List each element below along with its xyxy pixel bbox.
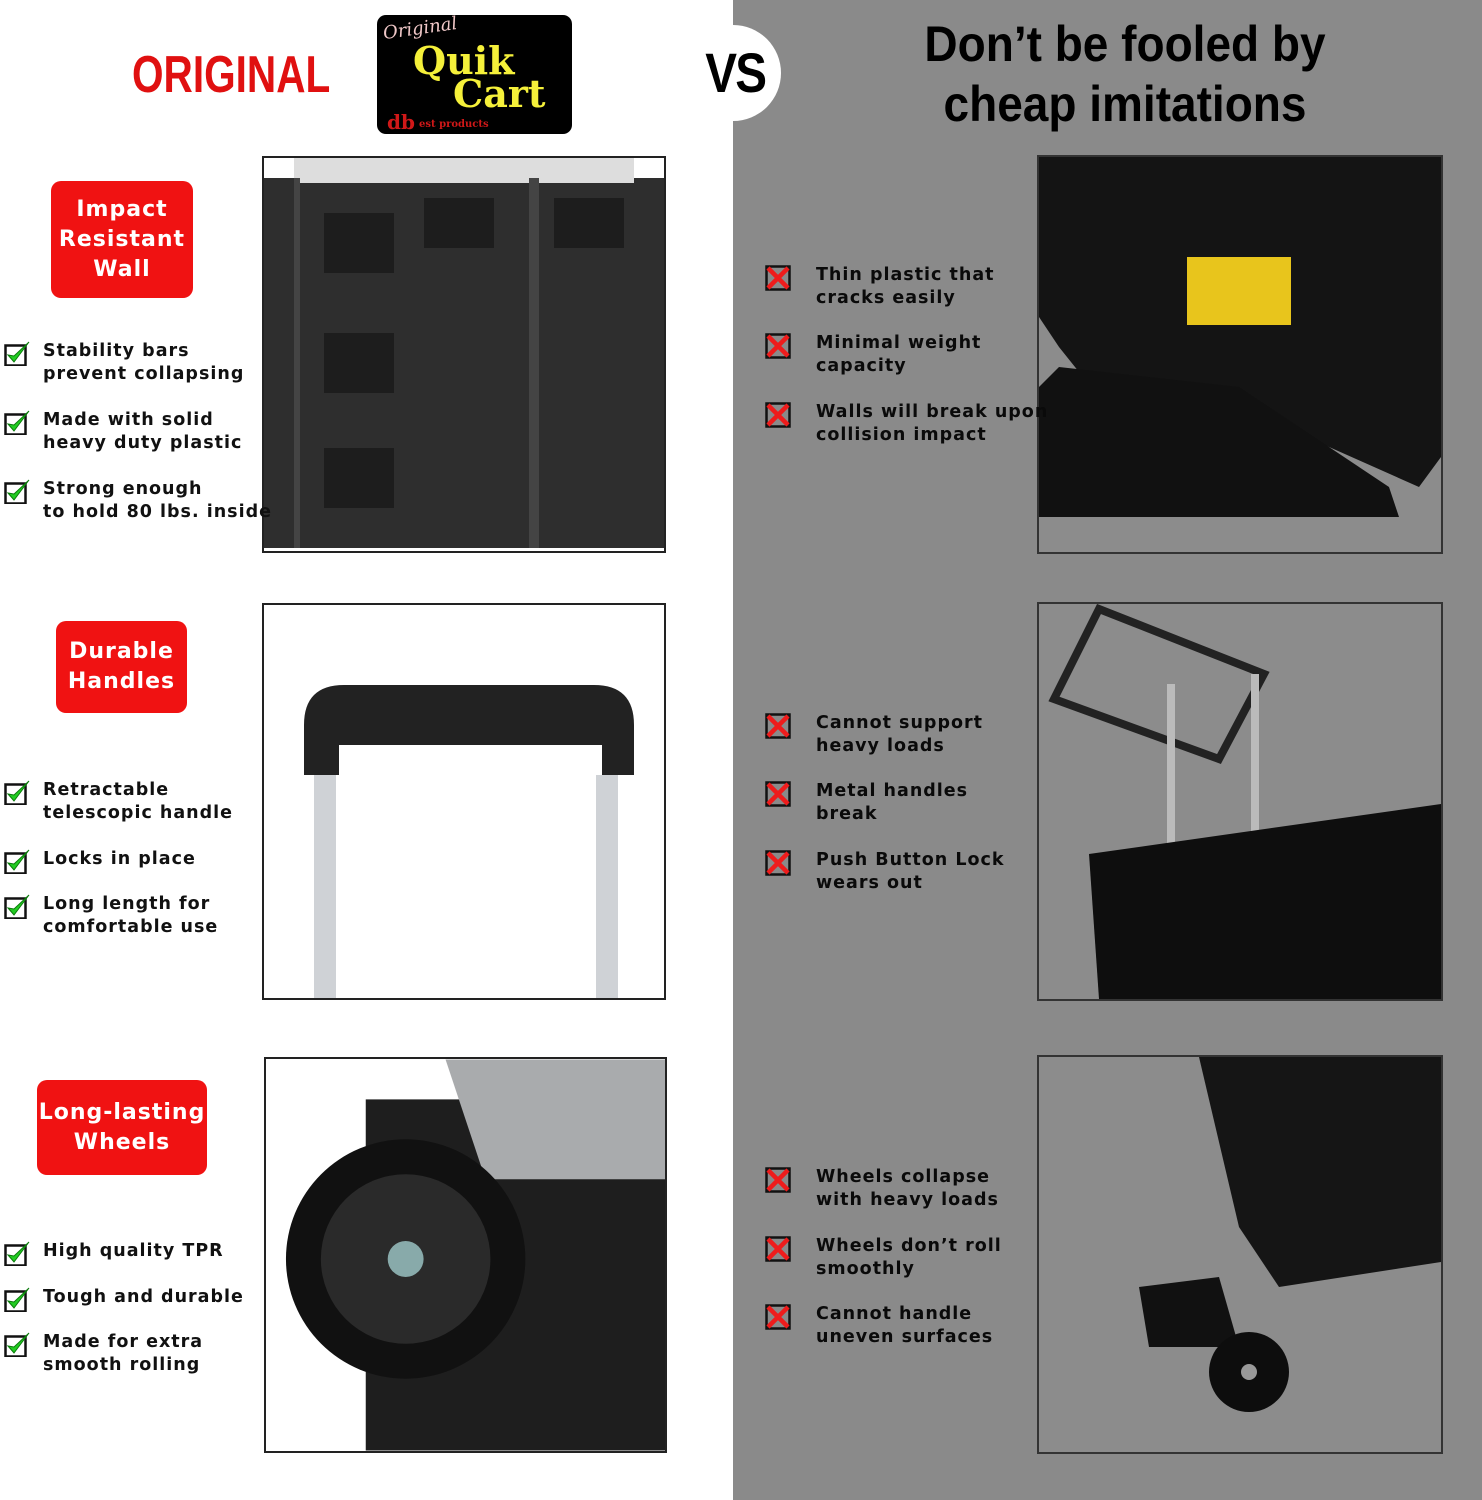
green-check-icon bbox=[4, 340, 30, 367]
con-text: Minimal weight capacity bbox=[816, 333, 982, 376]
green-check-icon bbox=[4, 1331, 30, 1358]
pro-text: Stability bars prevent collapsing bbox=[43, 341, 245, 384]
green-check-icon bbox=[4, 1286, 30, 1313]
con-text: Metal handles break bbox=[816, 781, 969, 824]
pro-item: Stability bars prevent collapsing bbox=[4, 340, 245, 386]
con-text: Wheels don’t roll smoothly bbox=[816, 1236, 1002, 1279]
feature-badge: Impact Resistant Wall bbox=[51, 181, 193, 298]
con-item: Wheels don’t roll smoothly bbox=[765, 1235, 1002, 1281]
headline: Don’t be fooled by cheap imitations bbox=[918, 14, 1332, 134]
feature-badge: Durable Handles bbox=[56, 621, 187, 713]
pro-item: Retractable telescopic handle bbox=[4, 779, 234, 825]
con-item: Walls will break upon collision impact bbox=[765, 401, 1049, 447]
pro-text: Long length for comfortable use bbox=[43, 894, 219, 937]
vs-label: VS bbox=[705, 41, 767, 104]
con-item: Cannot support heavy loads bbox=[765, 712, 983, 758]
con-text: Wheels collapse with heavy loads bbox=[816, 1167, 999, 1210]
feature-badge: Long-lasting Wheels bbox=[37, 1080, 207, 1175]
imitation-wall-photo bbox=[1037, 155, 1443, 554]
original-wheel-photo bbox=[264, 1057, 667, 1453]
pro-item: Made with solid heavy duty plastic bbox=[4, 409, 243, 455]
quik-cart-logo: Original Quik Cart db est products bbox=[377, 15, 572, 134]
pro-text: High quality TPR bbox=[43, 1241, 224, 1261]
green-check-icon bbox=[4, 478, 30, 505]
red-x-icon bbox=[765, 1304, 791, 1330]
pro-item: Long length for comfortable use bbox=[4, 893, 219, 939]
con-item: Push Button Lock wears out bbox=[765, 849, 1005, 895]
red-x-icon bbox=[765, 265, 791, 291]
green-check-icon bbox=[4, 779, 30, 806]
pro-item: High quality TPR bbox=[4, 1240, 224, 1267]
pro-item: Strong enough to hold 80 lbs. inside bbox=[4, 478, 272, 524]
pro-text: Locks in place bbox=[43, 849, 196, 869]
pro-text: Retractable telescopic handle bbox=[43, 780, 234, 823]
con-item: Thin plastic that cracks easily bbox=[765, 264, 995, 310]
con-item: Cannot handle uneven surfaces bbox=[765, 1303, 994, 1349]
green-check-icon bbox=[4, 848, 30, 875]
pro-text: Tough and durable bbox=[43, 1287, 244, 1307]
logo-text: db bbox=[387, 110, 415, 134]
con-text: Walls will break upon collision impact bbox=[816, 402, 1049, 445]
headline-line: Don’t be fooled by bbox=[924, 16, 1326, 72]
pro-item: Tough and durable bbox=[4, 1286, 244, 1313]
original-wall-photo bbox=[262, 156, 666, 553]
con-item: Wheels collapse with heavy loads bbox=[765, 1166, 999, 1212]
red-x-icon bbox=[765, 1167, 791, 1193]
logo-text: est products bbox=[419, 119, 489, 130]
imitation-handle-photo bbox=[1037, 602, 1443, 1001]
pro-text: Made for extra smooth rolling bbox=[43, 1332, 204, 1375]
red-x-icon bbox=[765, 713, 791, 739]
con-item: Minimal weight capacity bbox=[765, 332, 982, 378]
red-x-icon bbox=[765, 402, 791, 428]
original-handle-photo bbox=[262, 603, 666, 1000]
red-x-icon bbox=[765, 781, 791, 807]
pro-item: Locks in place bbox=[4, 848, 196, 875]
con-text: Cannot handle uneven surfaces bbox=[816, 1304, 994, 1347]
headline-line: cheap imitations bbox=[943, 76, 1307, 132]
green-check-icon bbox=[4, 893, 30, 920]
con-text: Thin plastic that cracks easily bbox=[816, 265, 995, 308]
red-x-icon bbox=[765, 1236, 791, 1262]
red-x-icon bbox=[765, 850, 791, 876]
pro-text: Strong enough to hold 80 lbs. inside bbox=[43, 479, 272, 522]
pro-item: Made for extra smooth rolling bbox=[4, 1331, 204, 1377]
logo-text: Cart bbox=[453, 71, 546, 116]
green-check-icon bbox=[4, 409, 30, 436]
con-text: Push Button Lock wears out bbox=[816, 850, 1005, 893]
imitation-wheel-photo bbox=[1037, 1055, 1443, 1454]
con-item: Metal handles break bbox=[765, 780, 969, 826]
logo-text: Quik bbox=[413, 38, 515, 83]
original-label: ORIGINAL bbox=[132, 46, 331, 104]
con-text: Cannot support heavy loads bbox=[816, 713, 983, 756]
green-check-icon bbox=[4, 1240, 30, 1267]
pro-text: Made with solid heavy duty plastic bbox=[43, 410, 243, 453]
red-x-icon bbox=[765, 333, 791, 359]
